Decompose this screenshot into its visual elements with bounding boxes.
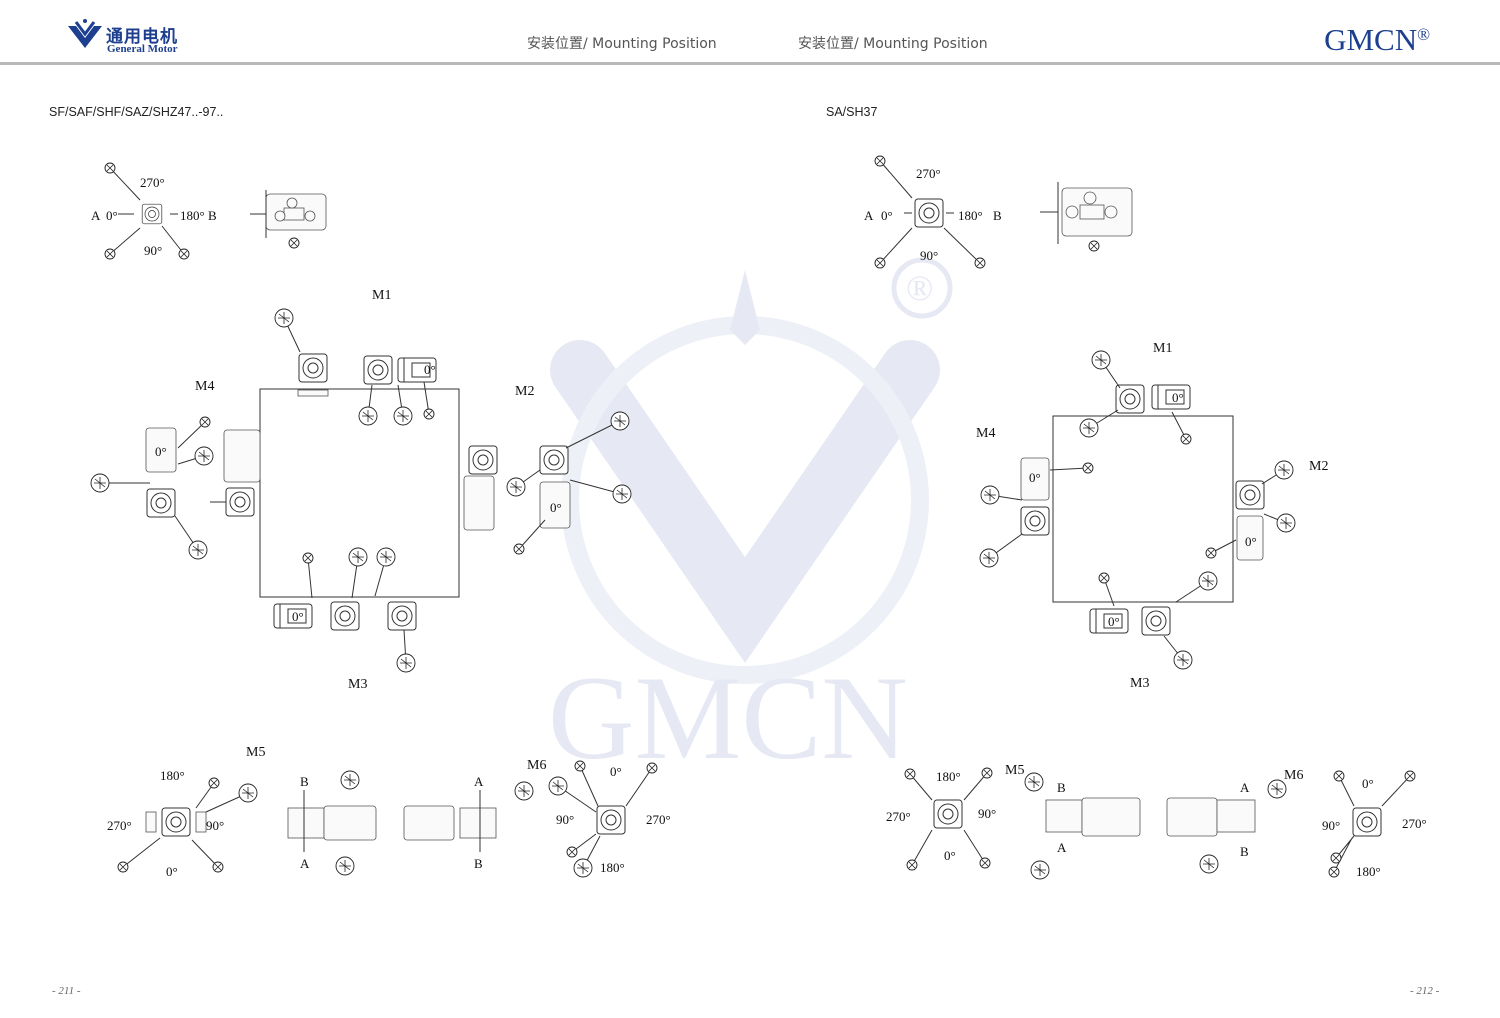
left-m5-270: 270° xyxy=(107,818,132,833)
right-legend-b: B xyxy=(993,208,1002,223)
left-m4-group: M4 0° xyxy=(90,379,261,560)
right-m6-b: B xyxy=(1240,844,1249,859)
right-m6-a: A xyxy=(1240,780,1250,795)
left-m1-group: M1 0° xyxy=(274,288,437,426)
right-m6-270: 270° xyxy=(1402,816,1427,831)
right-legend-0: 0° xyxy=(881,208,893,223)
right-legend-a: A xyxy=(864,208,874,223)
brand-text: GMCN xyxy=(1324,22,1418,57)
left-m6-a: A xyxy=(474,774,484,789)
left-legend-270: 270° xyxy=(140,175,165,190)
left-legend-diagram: 270° A 0° 180° B 90° xyxy=(91,162,327,260)
right-m4-angle: 0° xyxy=(1029,470,1041,485)
right-m5-180: 180° xyxy=(936,769,961,784)
left-m2-group: M2 0° xyxy=(463,384,632,555)
right-legend-180: 180° xyxy=(958,208,983,223)
left-m5-0: 0° xyxy=(166,864,178,879)
right-m5-90: 90° xyxy=(978,806,996,821)
left-m1-label: M1 xyxy=(372,288,391,303)
left-m2-label: M2 xyxy=(515,384,534,399)
left-m5-90: 90° xyxy=(206,818,224,833)
right-m3-angle: 0° xyxy=(1108,614,1120,629)
right-legend-270: 270° xyxy=(916,166,941,181)
right-m5-270: 270° xyxy=(886,809,911,824)
right-m5-0: 0° xyxy=(944,848,956,863)
header-title-right: 安装位置/ Mounting Position xyxy=(798,36,988,52)
logo-chinese-text: 通用电机 xyxy=(106,27,178,47)
header-title-left: 安装位置/ Mounting Position xyxy=(527,36,717,52)
right-m3-group: M3 0° xyxy=(1089,571,1218,691)
watermark-logo: ® GMCN xyxy=(548,257,953,784)
right-page-number: - 212 - xyxy=(1410,985,1440,997)
left-m5-a: A xyxy=(300,856,310,871)
left-m5-180: 180° xyxy=(160,768,185,783)
right-legend-90: 90° xyxy=(920,248,938,263)
left-m6-group: M6 A B 0° 90° 270° 180° xyxy=(403,758,671,878)
right-m4-group: M4 0° xyxy=(976,426,1094,568)
brand-mark: ® xyxy=(1417,25,1430,44)
left-m3-label: M3 xyxy=(348,677,367,692)
left-legend-90: 90° xyxy=(144,243,162,258)
left-m6-90: 90° xyxy=(556,812,574,827)
left-m5-group: M5 180° 270° 90° 0° B A xyxy=(107,745,377,879)
right-section-title: SA/SH37 xyxy=(826,105,878,119)
left-m5-label: M5 xyxy=(246,745,265,760)
left-m3-angle: 0° xyxy=(292,609,304,624)
left-m6-180: 180° xyxy=(600,860,625,875)
right-m1-angle: 0° xyxy=(1172,390,1184,405)
left-m5-b: B xyxy=(300,774,309,789)
right-m2-label: M2 xyxy=(1309,459,1328,474)
left-m6-label: M6 xyxy=(527,758,546,773)
logo-english-text: General Motor xyxy=(107,43,178,55)
header-rule xyxy=(0,62,1500,65)
left-m6-270: 270° xyxy=(646,812,671,827)
left-m6-0: 0° xyxy=(610,764,622,779)
company-logo: 通用电机 General Motor xyxy=(66,18,196,60)
page-header: 通用电机 General Motor 安装位置/ Mounting Positi… xyxy=(0,0,1500,64)
left-m3-group: M3 0° xyxy=(273,547,417,692)
right-m6-180: 180° xyxy=(1356,864,1381,879)
left-m1-angle: 0° xyxy=(424,362,436,377)
right-m2-group: M2 0° xyxy=(1205,459,1328,561)
right-m6-label: M6 xyxy=(1284,768,1303,783)
right-m4-label: M4 xyxy=(976,426,995,441)
right-mounting-block xyxy=(1052,415,1234,603)
watermark-mark: ® xyxy=(906,268,933,308)
left-m2-angle: 0° xyxy=(550,500,562,515)
watermark-text: GMCN xyxy=(548,651,908,784)
left-m6-b: B xyxy=(474,856,483,871)
left-legend-180: 180° xyxy=(180,208,205,223)
right-m6-90: 90° xyxy=(1322,818,1340,833)
left-legend-a: A xyxy=(91,208,101,223)
brand-name: GMCN® xyxy=(1324,22,1430,58)
right-m5-b: B xyxy=(1057,780,1066,795)
left-m4-angle: 0° xyxy=(155,444,167,459)
left-m4-label: M4 xyxy=(195,379,214,394)
right-m5-group: M5 180° 270° 90° 0° B A xyxy=(886,763,1141,880)
left-legend-0: 0° xyxy=(106,208,118,223)
right-legend-diagram: 270° A 0° 180° B 90° xyxy=(864,155,1133,269)
right-m5-label: M5 xyxy=(1005,763,1024,778)
left-page-number: - 211 - xyxy=(52,985,81,997)
right-m1-group: M1 0° xyxy=(1079,341,1192,445)
right-m2-angle: 0° xyxy=(1245,534,1257,549)
right-m3-label: M3 xyxy=(1130,676,1149,691)
left-legend-b: B xyxy=(208,208,217,223)
right-m5-a: A xyxy=(1057,840,1067,855)
logo-emblem-icon xyxy=(68,19,102,48)
right-m6-0: 0° xyxy=(1362,776,1374,791)
right-m6-group: M6 A B 0° 90° 270° 180° xyxy=(1166,768,1427,879)
left-section-title: SF/SAF/SHF/SAZ/SHZ47..-97.. xyxy=(49,105,224,119)
right-m1-label: M1 xyxy=(1153,341,1172,356)
